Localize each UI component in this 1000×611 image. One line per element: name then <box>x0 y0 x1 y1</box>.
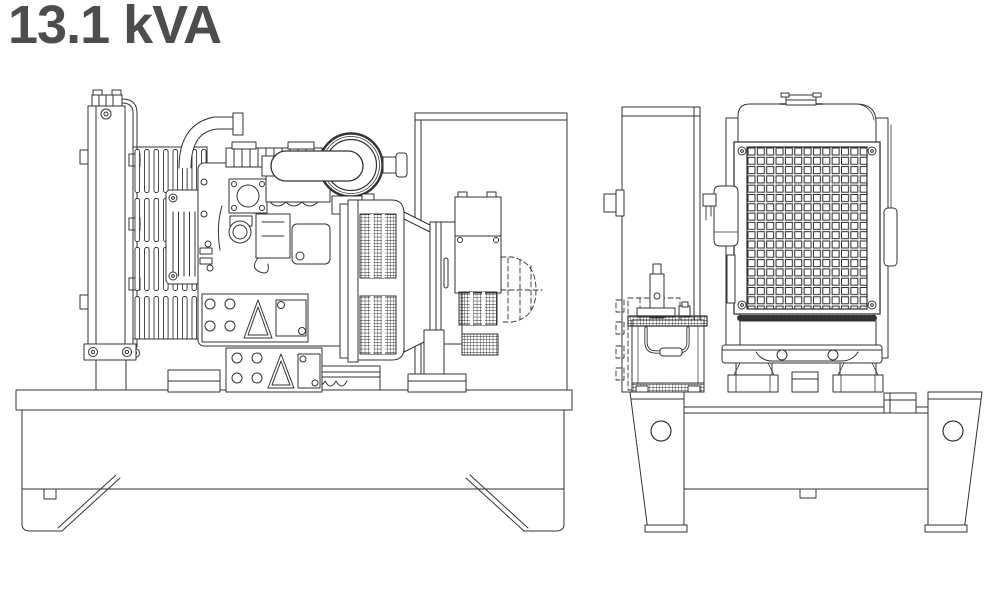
skid-left-brace <box>57 474 121 532</box>
alternator <box>403 191 543 393</box>
foot-pad <box>644 524 688 533</box>
skid-tank <box>21 409 565 490</box>
power-rating-title: 13.1 kVA <box>8 0 222 55</box>
drain-tab <box>799 488 817 499</box>
engine <box>167 112 381 393</box>
radiator-support <box>95 359 127 391</box>
vent-grille <box>359 295 397 355</box>
foot-pedestal <box>832 374 884 393</box>
fuel-filter <box>228 220 252 244</box>
battery <box>627 301 708 393</box>
battery-terminal <box>678 305 691 318</box>
handle-grip <box>659 347 683 357</box>
expansion-bottle <box>713 185 739 247</box>
hose-flange <box>232 112 244 136</box>
outlet-cap <box>395 152 408 178</box>
drain-hole <box>776 349 788 361</box>
terminal-box <box>454 196 502 294</box>
lifting-hole <box>650 420 672 442</box>
side-strip <box>726 254 736 304</box>
radiator-top-tank <box>737 103 877 145</box>
radiator-lower-tank <box>739 320 877 346</box>
inlet-flange-plate <box>228 178 268 214</box>
fill-plate <box>883 392 917 414</box>
starter-motor <box>291 223 331 265</box>
overflow-tube <box>121 98 138 348</box>
foot-pedestal <box>727 374 779 393</box>
side-view <box>15 89 573 532</box>
gusset <box>267 353 295 389</box>
alternator-foot <box>407 373 467 393</box>
side-bracket <box>883 207 898 267</box>
end-view <box>603 92 983 533</box>
gusset <box>243 299 273 339</box>
radiator-tank-side <box>87 105 126 357</box>
battery-top-rim <box>627 315 708 327</box>
bolt <box>100 108 112 120</box>
lifting-hole <box>942 420 964 442</box>
skid-right-leg <box>523 488 565 532</box>
vent-grille <box>458 291 498 326</box>
radiator-side <box>79 89 208 391</box>
vent-grille <box>461 333 499 356</box>
mounting-foot <box>839 362 877 376</box>
skid-notch <box>43 488 57 500</box>
center-bracket <box>791 371 819 393</box>
base-skid <box>15 389 573 532</box>
end-base <box>629 391 983 533</box>
base-left-leg <box>629 391 685 532</box>
skid-top-flange <box>15 389 573 411</box>
radiator-tab <box>79 294 89 310</box>
bolt <box>168 193 178 203</box>
engine-mount-bracket-upper <box>201 293 309 343</box>
flywheel-housing <box>339 193 405 363</box>
dipstick <box>217 205 223 251</box>
radiator-grille-mesh <box>746 146 868 310</box>
base-right-leg <box>927 391 983 532</box>
vent-grille <box>359 213 397 279</box>
alternator-foot-bracket <box>423 329 445 377</box>
cross-member <box>683 406 929 490</box>
exhaust-silencer <box>270 150 364 182</box>
skid-left-leg <box>21 488 63 532</box>
radiator-tab <box>79 149 89 165</box>
mounting-foot <box>735 362 773 376</box>
skid-right-brace <box>465 474 529 532</box>
lower-pan <box>721 344 883 364</box>
drain-hole <box>827 349 839 361</box>
bottle-cap <box>702 193 717 207</box>
hidden-end-bulge <box>500 256 543 323</box>
radiator-cap-side <box>91 94 123 107</box>
fuel-line <box>254 257 269 274</box>
bolt <box>168 271 178 281</box>
foot-pad <box>924 524 968 533</box>
radiator-end <box>702 92 898 393</box>
outlet-stub <box>382 156 398 174</box>
